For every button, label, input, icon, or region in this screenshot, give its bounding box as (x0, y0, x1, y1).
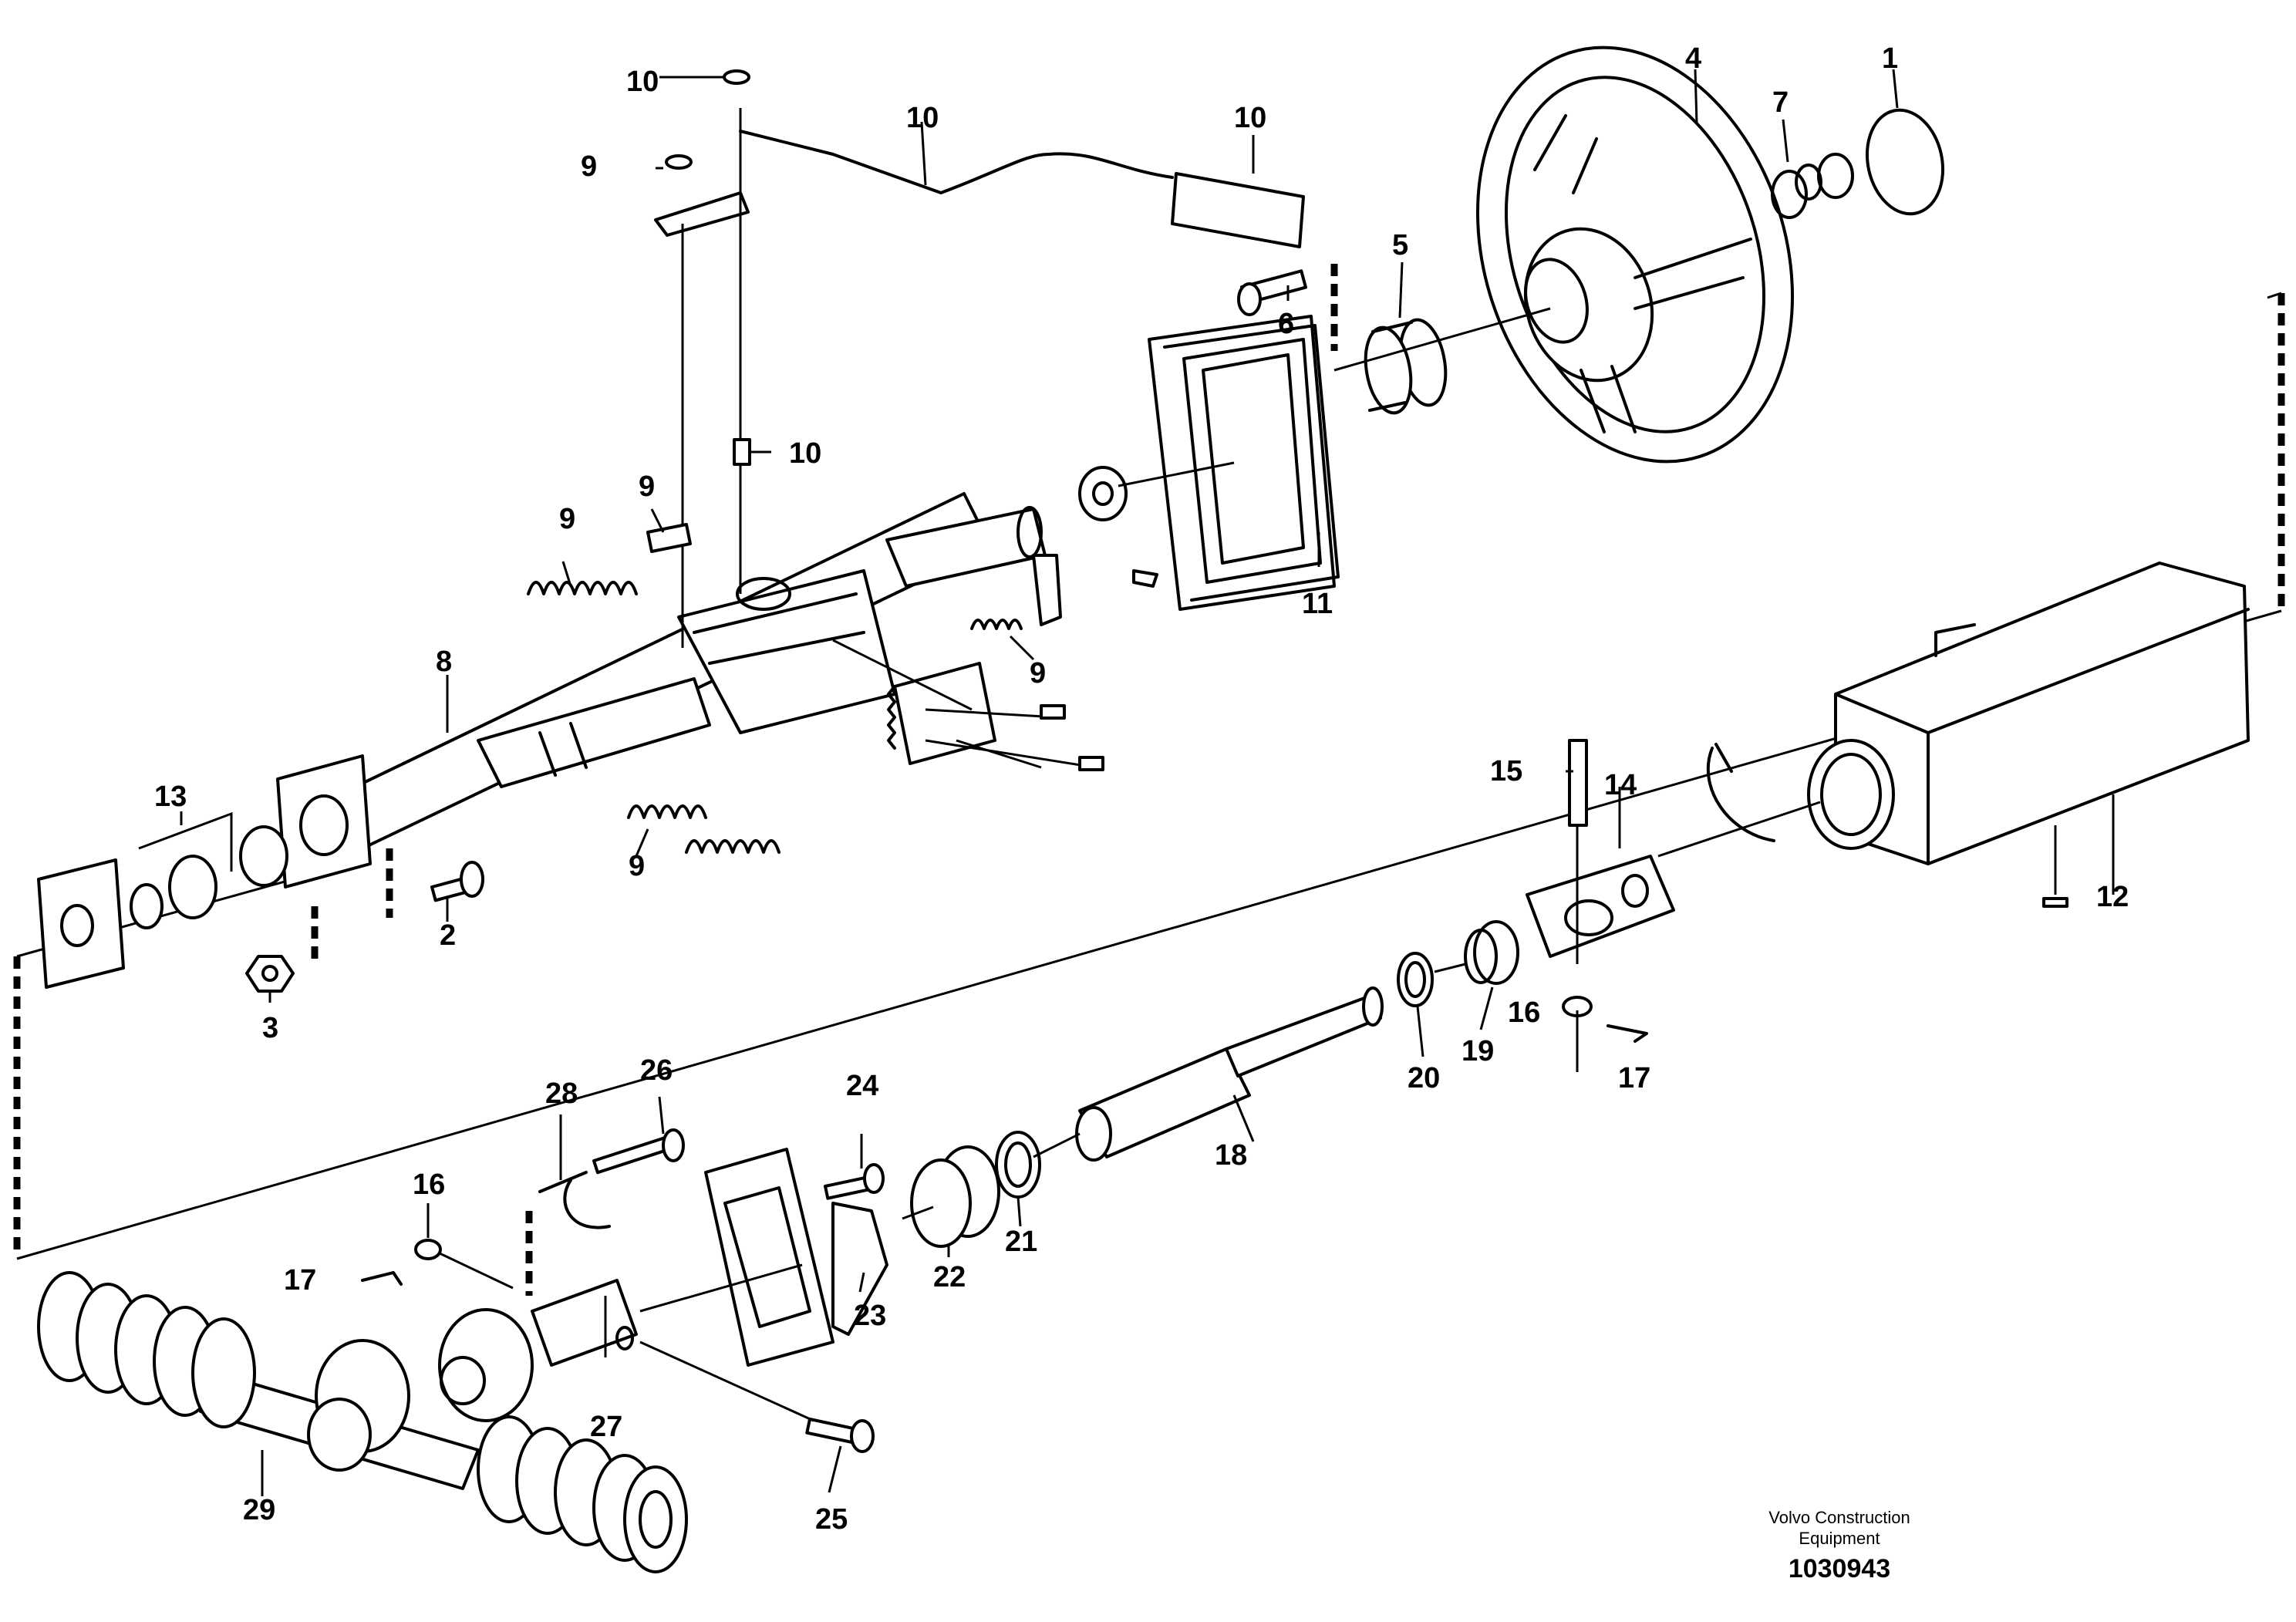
callout-leaders (180, 69, 2115, 1496)
steering-column (338, 492, 1047, 850)
document-number: 1030943 (1789, 1554, 1890, 1583)
nut-3 (245, 955, 295, 993)
callout-10-sleeve: 10 (789, 437, 821, 470)
callout-26: 26 (640, 1054, 673, 1087)
callout-11: 11 (1302, 588, 1333, 620)
callout-20: 20 (1408, 1062, 1440, 1094)
callout-13: 13 (154, 781, 187, 813)
tilt-lever-and-cable (646, 69, 1305, 648)
spring-lower-1 (627, 804, 707, 819)
seal-ring-20 (1397, 952, 1434, 1007)
callout-19: 19 (1462, 1035, 1494, 1067)
callout-4: 4 (1685, 42, 1701, 75)
spring-lower-2 (685, 839, 781, 854)
assembly-axis-lines (639, 307, 1821, 1313)
bolt-25 (639, 1340, 875, 1453)
seal-21 (995, 1131, 1041, 1199)
callout-9-spring: 9 (559, 503, 575, 535)
floor-plate (704, 1148, 888, 1367)
publisher-caption: Volvo Construction Equipment 1030943 (1768, 1508, 1910, 1583)
nut-16-left (414, 1239, 514, 1290)
callout-16-right: 16 (1508, 996, 1540, 1029)
callout-10-cable: 10 (906, 102, 939, 134)
bearing-bushing (1364, 318, 1448, 415)
steering-pinion-shaft (37, 1271, 688, 1573)
column-cover (1807, 561, 2250, 908)
callout-27: 27 (590, 1411, 622, 1443)
callout-17-left: 17 (284, 1264, 316, 1297)
callout-18: 18 (1215, 1139, 1247, 1172)
callout-17-right: 17 (1618, 1062, 1650, 1094)
hub-nut-and-lockwasher (1771, 153, 1854, 219)
toothed-segment (887, 662, 996, 765)
universal-joint-upper (1526, 739, 1675, 964)
caption-line-2: Equipment (1799, 1529, 1880, 1548)
callout-15: 15 (1490, 755, 1522, 787)
clip-28 (538, 1171, 611, 1229)
callout-24: 24 (846, 1070, 878, 1102)
callout-9-top: 9 (581, 150, 597, 183)
callout-23: 23 (854, 1300, 886, 1332)
callout-12: 12 (2096, 881, 2129, 913)
seal-ring-19 (1464, 920, 1519, 985)
cable-tie (1706, 743, 1775, 842)
callout-29: 29 (243, 1494, 275, 1526)
callout-3: 3 (262, 1012, 278, 1044)
caption-line-1: Volvo Construction (1768, 1508, 1910, 1527)
hub-cap (1865, 108, 1945, 216)
spring-upper (527, 581, 638, 595)
callout-9-lower: 9 (629, 850, 645, 882)
shaft-washer (1078, 466, 1128, 521)
pin-17-right (1607, 1024, 1648, 1043)
callout-10-top: 10 (626, 66, 659, 98)
callout-16-left: 16 (413, 1168, 445, 1201)
callout-8: 8 (436, 646, 452, 678)
pin-17-left (361, 1271, 403, 1286)
universal-joint-lower (438, 1279, 638, 1422)
callout-9-right: 9 (1030, 657, 1046, 690)
bushing-22 (910, 1145, 1000, 1248)
callout-labels: 1 4 7 5 6 10 10 10 9 10 11 12 8 9 9 9 9 … (154, 42, 2129, 1536)
bolt-24 (824, 1163, 885, 1200)
mounting-flange (37, 754, 372, 989)
callout-7: 7 (1772, 86, 1789, 119)
callout-6: 6 (1278, 308, 1294, 340)
spring-right (970, 619, 1023, 630)
bolt-26 (592, 1128, 685, 1175)
callout-25: 25 (815, 1503, 848, 1536)
bellows-right (477, 1415, 688, 1573)
callout-9-plate: 9 (639, 470, 655, 503)
rubber-boot (1148, 315, 1340, 611)
callout-14: 14 (1604, 769, 1637, 801)
callout-5: 5 (1392, 229, 1408, 261)
callout-2: 2 (440, 919, 456, 952)
steering-wheel (1476, 46, 1794, 464)
callout-22: 22 (933, 1261, 966, 1293)
bolt-2 (430, 861, 484, 902)
callout-10-handle: 10 (1234, 102, 1266, 134)
callout-1: 1 (1882, 42, 1898, 75)
bellows-left (37, 1271, 256, 1428)
callout-21: 21 (1005, 1226, 1037, 1258)
nut-16-right (1562, 996, 1593, 1072)
intermediate-shaft (1075, 986, 1384, 1162)
bolt-6 (1237, 269, 1307, 316)
callout-28: 28 (545, 1077, 578, 1110)
small-bolts (832, 554, 1158, 771)
